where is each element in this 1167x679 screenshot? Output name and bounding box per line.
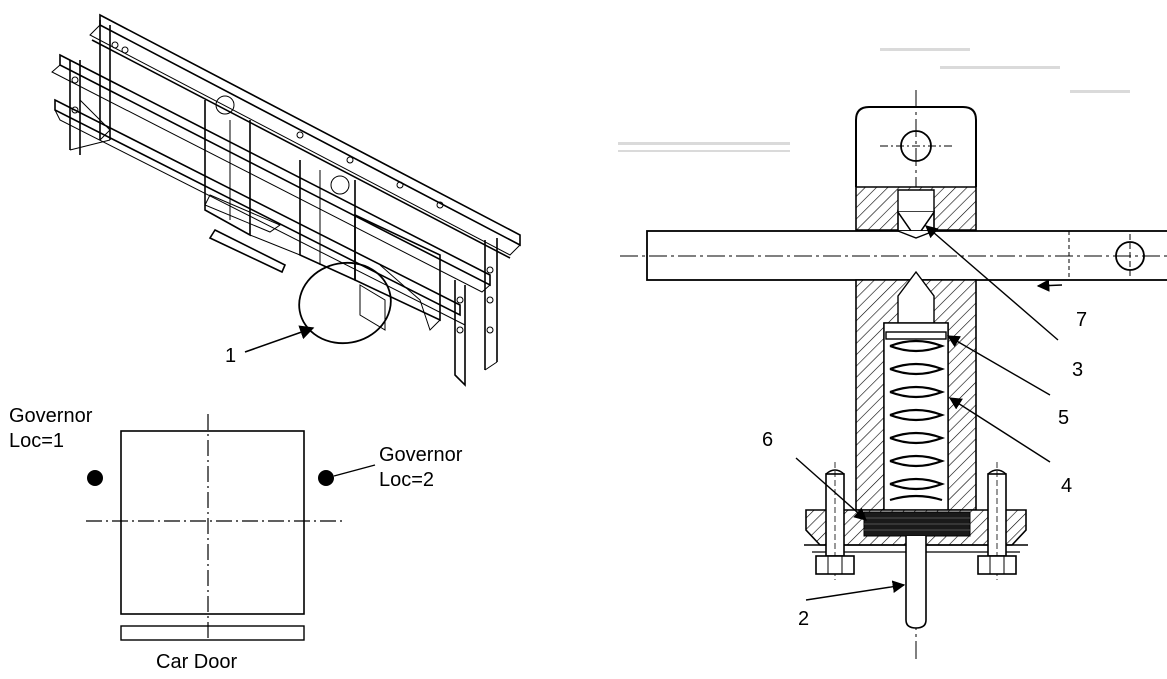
car-frame-isometric: 1	[51, 13, 521, 387]
right-bolt	[977, 462, 1017, 580]
car-door-label: Car Door	[156, 651, 237, 673]
left-bolt	[815, 462, 855, 580]
bottom-rod	[905, 536, 927, 629]
callout-7: 7	[1076, 309, 1087, 331]
callout-arrow-1	[244, 325, 315, 353]
top-clevis	[855, 106, 977, 187]
callout-3: 3	[1072, 359, 1083, 381]
frame-callout-label: 1	[225, 345, 236, 367]
governor-loc2-marker	[318, 470, 334, 486]
governor-loc1-value: Loc=1	[9, 430, 64, 452]
governor-plan-view: Governor Loc=1 Governor Loc=2 Car Door	[9, 405, 463, 673]
callout-5: 5	[1058, 407, 1069, 429]
governor-section-view: 7 3 5 6 4 2	[618, 48, 1167, 660]
horizontal-lever-bar	[646, 230, 1167, 281]
governor-loc2-title: Governor	[379, 444, 463, 466]
car-door	[120, 625, 305, 641]
governor-loc1-title: Governor	[9, 405, 93, 427]
loc2-leader	[333, 464, 376, 477]
callout-4: 4	[1061, 475, 1072, 497]
section-leader-lines	[795, 225, 1063, 601]
compression-spring	[889, 339, 946, 502]
car-outline	[120, 430, 305, 615]
governor-loc1-marker	[87, 470, 103, 486]
faint-marks	[618, 48, 1130, 152]
callout-2: 2	[798, 608, 809, 630]
callout-6: 6	[762, 429, 773, 451]
governor-loc2-value: Loc=2	[379, 469, 434, 491]
governor-highlight-ellipse	[298, 261, 392, 345]
